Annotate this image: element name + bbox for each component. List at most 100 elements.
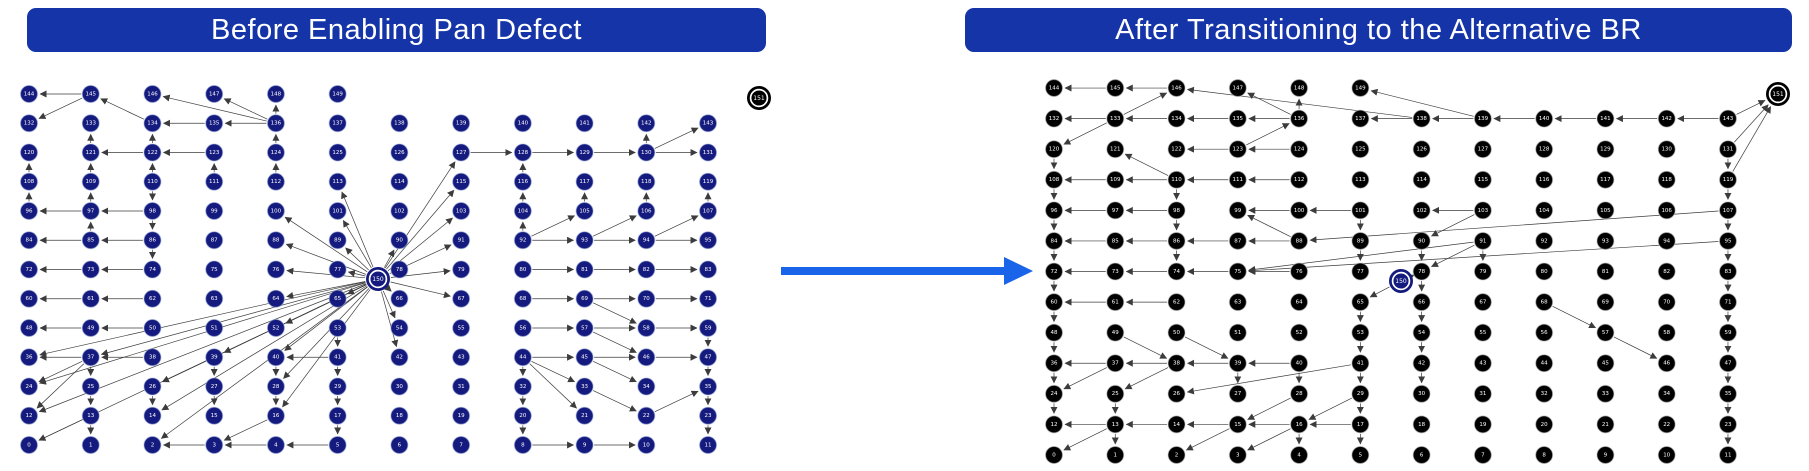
svg-text:67: 67 (458, 296, 465, 302)
svg-text:145: 145 (1110, 85, 1121, 91)
graph-node-107: 107 (698, 201, 718, 221)
svg-text:108: 108 (1049, 177, 1060, 183)
graph-node-145: 145 (1106, 78, 1125, 98)
svg-text:4: 4 (274, 442, 278, 448)
edge-44-21 (529, 363, 577, 409)
svg-text:76: 76 (1296, 269, 1303, 275)
graph-node-5: 5 (1351, 445, 1370, 465)
edge-150-65 (1369, 286, 1390, 298)
svg-text:8: 8 (521, 442, 525, 448)
svg-text:59: 59 (705, 325, 712, 331)
svg-text:136: 136 (1294, 116, 1305, 122)
graph-node-109: 109 (1106, 170, 1125, 189)
svg-text:90: 90 (1418, 238, 1425, 244)
graph-node-110: 110 (143, 172, 162, 191)
svg-text:130: 130 (1661, 147, 1672, 153)
svg-text:47: 47 (1724, 361, 1731, 367)
svg-text:32: 32 (519, 384, 526, 390)
svg-text:16: 16 (272, 413, 279, 419)
graph-node-34: 34 (637, 377, 656, 396)
svg-text:127: 127 (456, 150, 467, 156)
edge-123-136 (1246, 123, 1290, 146)
graph-node-130: 130 (1657, 140, 1676, 159)
svg-text:75: 75 (1234, 269, 1241, 275)
svg-text:147: 147 (1233, 85, 1244, 91)
graph-node-92: 92 (1535, 231, 1554, 250)
svg-text:63: 63 (1234, 300, 1241, 306)
svg-text:149: 149 (1355, 85, 1366, 91)
edge-136-147 (223, 98, 268, 120)
graph-node-95: 95 (1718, 231, 1738, 250)
graph-node-78: 78 (1412, 262, 1431, 281)
svg-text:140: 140 (1539, 116, 1550, 122)
svg-text:141: 141 (579, 121, 590, 127)
svg-text:92: 92 (519, 238, 526, 244)
svg-text:63: 63 (211, 296, 218, 302)
graph-node-26: 26 (143, 377, 162, 396)
svg-text:51: 51 (211, 325, 218, 331)
graph-node-15: 15 (205, 406, 224, 425)
graph-node-19: 19 (452, 406, 471, 425)
svg-text:109: 109 (85, 179, 96, 185)
edge-150-77 (347, 270, 366, 277)
edge-150-88 (285, 243, 366, 275)
edge-150-14 (161, 285, 368, 411)
graph-node-70: 70 (1657, 293, 1676, 312)
graph-node-36: 36 (19, 348, 39, 367)
graph-node-33: 33 (575, 377, 594, 396)
svg-text:121: 121 (85, 150, 96, 156)
svg-text:18: 18 (1418, 422, 1425, 428)
graph-node-14: 14 (143, 406, 162, 425)
svg-text:79: 79 (1479, 269, 1486, 275)
graph-node-24: 24 (1044, 384, 1064, 403)
graph-node-86: 86 (143, 231, 162, 250)
graph-node-48: 48 (1044, 323, 1064, 342)
edge-37-24 (38, 361, 83, 383)
graph-node-84: 84 (19, 231, 39, 250)
svg-text:83: 83 (705, 267, 712, 273)
graph-node-6: 6 (390, 435, 409, 455)
svg-text:1: 1 (89, 442, 93, 448)
graph-node-100: 100 (266, 201, 285, 221)
svg-text:150: 150 (1395, 278, 1407, 285)
graph-node-65: 65 (1351, 293, 1370, 312)
graph-node-25: 25 (1106, 384, 1125, 403)
svg-text:45: 45 (581, 355, 588, 361)
graph-node-97: 97 (81, 201, 100, 221)
svg-text:100: 100 (271, 208, 282, 214)
svg-text:76: 76 (272, 267, 279, 273)
graph-node-112: 112 (266, 172, 285, 191)
graph-node-135: 135 (1228, 109, 1247, 128)
graph-node-122: 122 (1167, 140, 1186, 159)
svg-text:149: 149 (332, 91, 343, 97)
graph-node-67: 67 (1473, 293, 1492, 312)
transition-arrow (781, 257, 1033, 285)
graph-node-96: 96 (19, 201, 39, 221)
graph-node-40: 40 (1290, 354, 1309, 373)
svg-text:104: 104 (1539, 208, 1550, 214)
graph-node-65: 65 (328, 289, 347, 308)
svg-text:26: 26 (149, 384, 156, 390)
svg-text:144: 144 (1049, 85, 1060, 91)
graph-node-34: 34 (1657, 384, 1676, 403)
svg-text:21: 21 (581, 413, 588, 419)
graph-node-58: 58 (1657, 323, 1676, 342)
graph-node-29: 29 (328, 377, 347, 396)
edge-150-66 (384, 284, 392, 292)
graph-node-13: 13 (81, 406, 100, 425)
graph-node-134: 134 (143, 114, 162, 133)
edge-150-36 (39, 281, 366, 357)
graph-node-131: 131 (698, 143, 718, 162)
edge-38-25 (1124, 367, 1169, 390)
edge-150-76 (286, 267, 366, 279)
graph-node-102: 102 (390, 201, 409, 221)
svg-text:117: 117 (1600, 177, 1611, 183)
edge-33-22 (593, 390, 637, 412)
svg-text:89: 89 (334, 238, 341, 244)
svg-text:67: 67 (1479, 300, 1486, 306)
graph-node-78: 78 (390, 260, 409, 279)
graph-node-72: 72 (19, 260, 39, 279)
svg-text:77: 77 (334, 267, 341, 273)
graph-node-128: 128 (513, 143, 532, 162)
graph-node-96: 96 (1044, 201, 1064, 220)
